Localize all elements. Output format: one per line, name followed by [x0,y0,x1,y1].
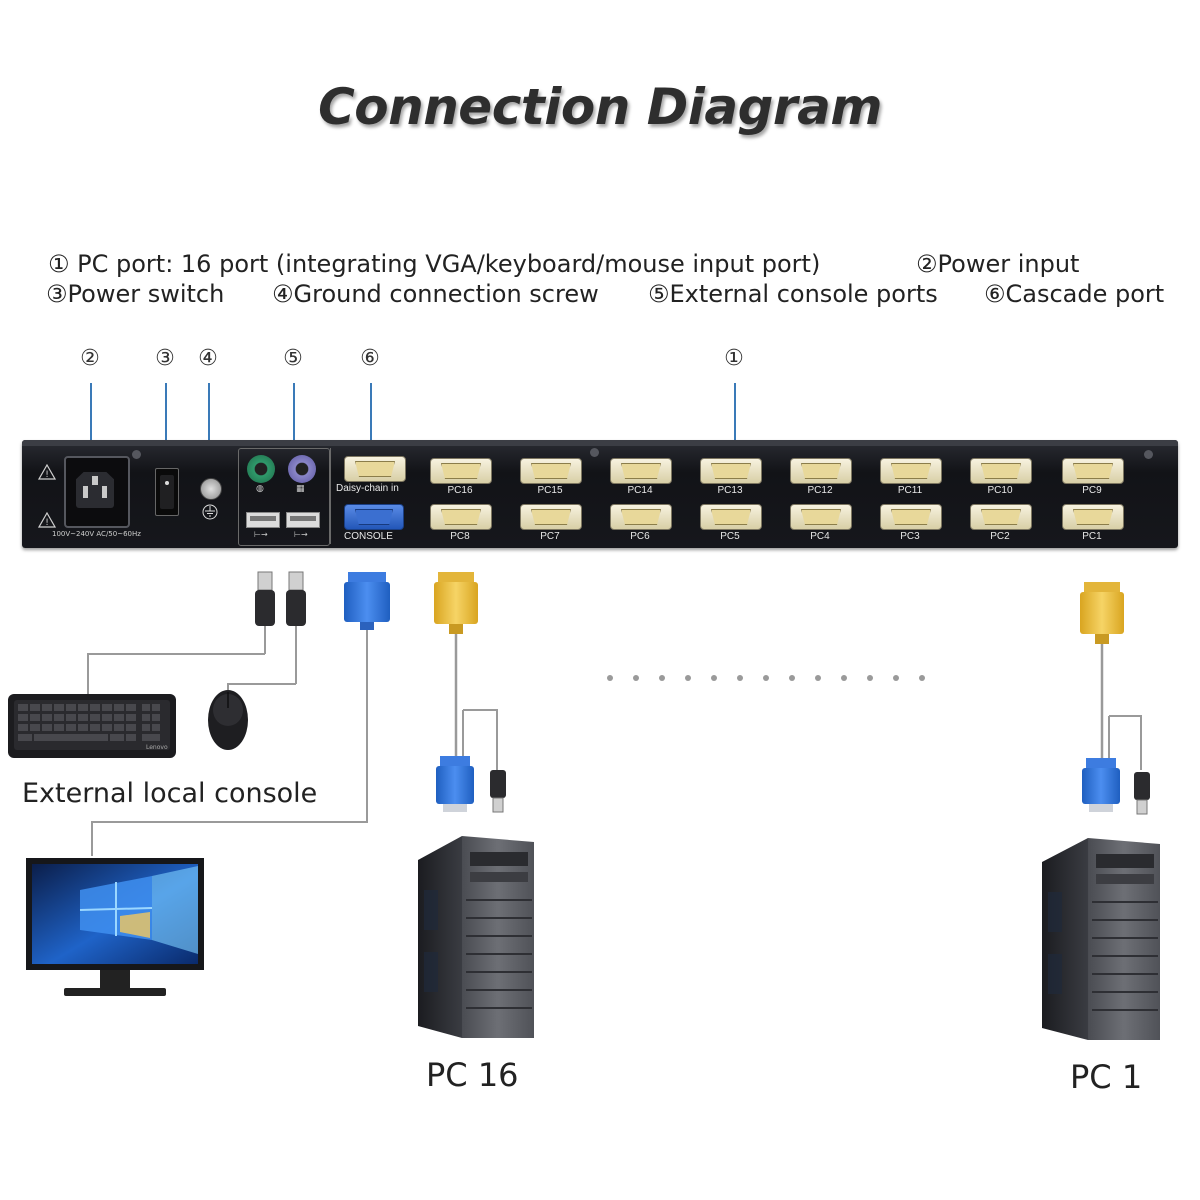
keyboard-brand: Lenovo [146,744,168,751]
pc7-label: PC7 [540,531,560,542]
ground-symbol-icon [202,504,218,520]
daisy-chain-port[interactable] [344,456,406,482]
pc12-label: PC12 [807,485,833,496]
mount-screw-middle [590,448,599,457]
pc13-label: PC13 [717,485,743,496]
pc2-label: PC2 [990,531,1010,542]
pc4-label: PC4 [810,531,830,542]
more-ports-ellipsis [607,675,925,681]
pc16-caption: PC 16 [426,1056,519,1094]
warning-icon: ! [38,464,56,480]
external-console-caption: External local console [22,778,318,809]
mount-screw-right [1144,450,1153,459]
svg-text:!: ! [45,470,49,480]
pc9-label: PC9 [1082,485,1102,496]
pc1-tower [1042,838,1160,1040]
legend-pc-port: ① PC port: 16 port (integrating VGA/keyb… [48,250,821,278]
mouse-cable [227,683,296,690]
usb-icon: ⊢→ [254,530,268,539]
callout-2: ② [80,346,100,371]
pc15-label: PC15 [537,485,563,496]
pc6-label: PC6 [630,531,650,542]
legend-power-switch: ③Power switch [46,280,225,308]
pc7-port[interactable] [520,504,582,530]
pc15-port[interactable] [520,458,582,484]
ps2-keyboard-port[interactable] [247,455,275,483]
usb-plug-mouse [286,571,306,684]
pc2-port[interactable] [970,504,1032,530]
keyboard-icon: ▦ [296,484,305,494]
callout-3: ③ [155,346,175,371]
usb-icon-right: ⊢→ [294,530,308,539]
pc10-label: PC10 [987,485,1013,496]
cascade-console-bracket [330,448,417,544]
console-port-bracket [238,448,330,546]
pc3-port[interactable] [880,504,942,530]
leader-line-4 [208,383,210,443]
pc8-port[interactable] [430,504,492,530]
usb-port-left[interactable] [246,512,280,528]
legend-cascade-port: ⑥Cascade port [984,280,1165,308]
ground-screw[interactable] [200,478,222,500]
console-label: CONSOLE [344,531,393,542]
leader-line-3 [165,383,167,443]
usb-plug-keyboard [255,571,275,654]
pc4-port[interactable] [790,504,852,530]
pc8-label: PC8 [450,531,470,542]
vga-cable-pc1 [1080,582,1150,815]
monitor-cable [91,630,368,856]
monitor [26,858,204,996]
ps2-mouse-port[interactable] [288,455,316,483]
daisy-chain-label: Daisy-chain in [336,483,399,494]
legend-ground-screw: ④Ground connection screw [272,280,599,308]
pc5-label: PC5 [720,531,740,542]
warning-icon-lower: ! [38,512,56,528]
pc1-caption: PC 1 [1070,1058,1143,1096]
power-switch[interactable] [155,468,179,516]
power-rating-label: 100V~240V AC/50~60Hz [52,530,141,538]
pc1-label: PC1 [1082,531,1102,542]
callout-5: ⑤ [283,346,303,371]
pc11-port[interactable] [880,458,942,484]
leader-line-5 [293,383,295,443]
keyboard [8,694,176,758]
pc3-label: PC3 [900,531,920,542]
mouse-icon: ◍ [256,484,264,494]
usb-port-right[interactable] [286,512,320,528]
vga-cable-pc16 [434,572,506,813]
connection-illustration [8,571,1160,1040]
console-vga-port[interactable] [344,504,404,530]
pc12-port[interactable] [790,458,852,484]
mount-screw-top [132,450,141,459]
pc16-label: PC16 [447,485,473,496]
callout-4: ④ [198,346,218,371]
callout-6: ⑥ [360,346,380,371]
pc13-port[interactable] [700,458,762,484]
callout-1: ① [724,346,744,371]
pc16-port[interactable] [430,458,492,484]
power-inlet[interactable] [64,456,130,528]
pc5-port[interactable] [700,504,762,530]
panel-top-edge [22,440,1178,446]
vga-plug-monitor [344,572,390,630]
pc14-port[interactable] [610,458,672,484]
leader-line-1 [734,383,736,443]
keyboard-cable [87,653,265,694]
leader-line-6 [370,383,372,443]
legend-console-ports: ⑤External console ports [648,280,938,308]
legend-power-input: ②Power input [916,250,1080,278]
pc9-port[interactable] [1062,458,1124,484]
pc6-port[interactable] [610,504,672,530]
diagram-title: Connection Diagram [318,78,882,136]
pc11-label: PC11 [897,485,923,496]
pc10-port[interactable] [970,458,1032,484]
svg-text:!: ! [45,518,49,528]
leader-line-2 [90,383,92,443]
mouse [208,690,248,750]
kvm-rear-panel: ! ! 100V~240V AC/50~60Hz ◍ ▦ ⊢→ ⊢→ [22,440,1178,548]
pc14-label: PC14 [627,485,653,496]
pc16-tower [418,836,534,1038]
pc1-port[interactable] [1062,504,1124,530]
